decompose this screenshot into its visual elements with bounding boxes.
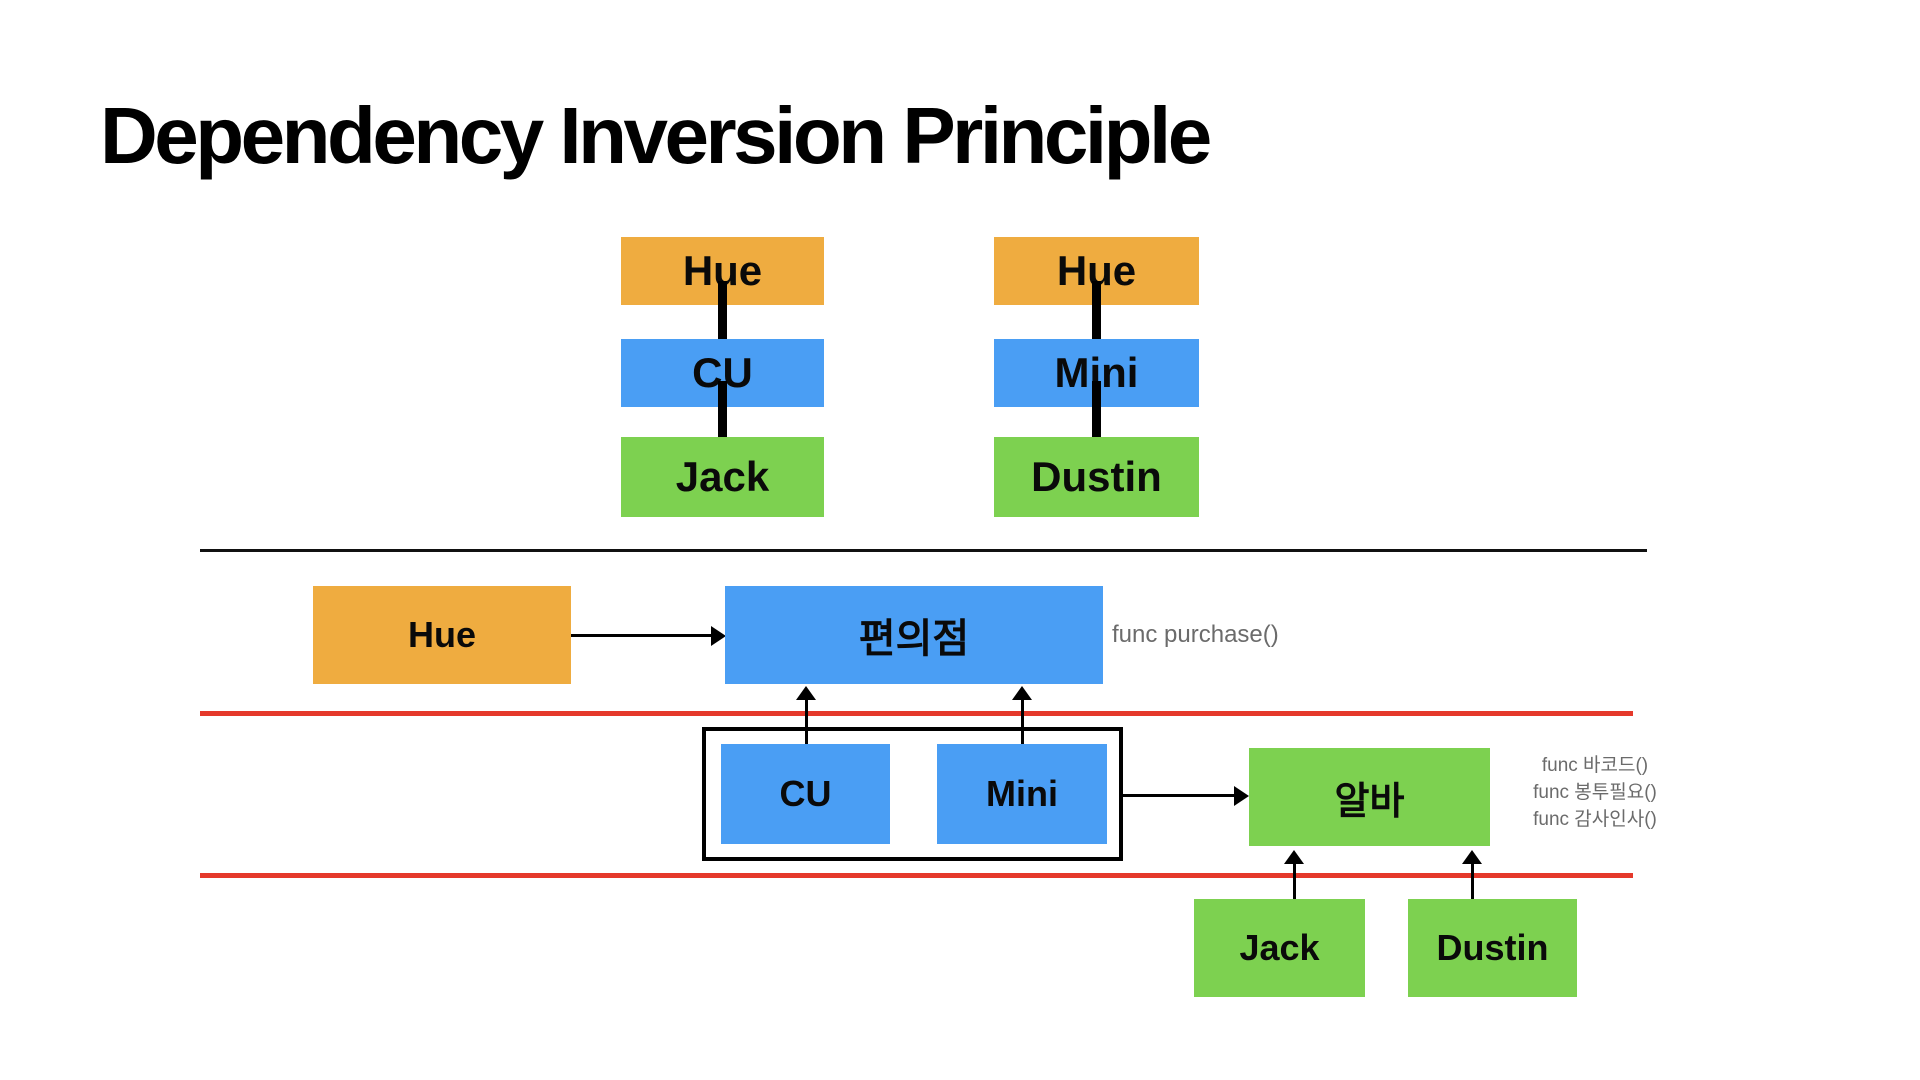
box-label: Jack (675, 453, 770, 500)
box-worker: 알바 (1249, 748, 1490, 846)
page-title: Dependency Inversion Principle (100, 91, 1212, 180)
box-cu-bottom: CU (721, 744, 890, 844)
box-hue-bottom: Hue (313, 586, 571, 684)
layer-boundary-line-upper (200, 711, 1633, 716)
worker-annotation: func 바코드() (1541, 755, 1649, 776)
layer-boundary-line-lower (200, 873, 1633, 878)
box-jack-bottom: Jack (1194, 899, 1365, 997)
store-annotation: func purchase() (1112, 621, 1279, 648)
box-label: 알바 (1334, 780, 1405, 823)
box-label: Hue (407, 614, 476, 655)
box-dustin-top: Dustin (994, 437, 1199, 517)
box-label: Dustin (1031, 453, 1162, 500)
box-jack-top: Jack (621, 437, 824, 517)
worker-annotation-list: func 바코드() func 봉투필요() func 감사인사() (1490, 752, 1700, 833)
box-label: Jack (1239, 927, 1320, 968)
box-label: Mini (986, 773, 1058, 814)
worker-annotation: func 봉투필요() (1533, 782, 1657, 803)
box-mini-bottom: Mini (937, 744, 1107, 844)
box-dustin-bottom: Dustin (1408, 899, 1577, 997)
box-label: Dustin (1436, 927, 1549, 968)
box-label: CU (779, 773, 832, 814)
box-store: 편의점 (725, 586, 1103, 684)
abstraction-group-frame (702, 727, 1123, 861)
worker-annotation: func 감사인사() (1533, 809, 1657, 830)
box-label: 편의점 (858, 617, 970, 661)
section-divider-line (200, 549, 1647, 552)
box-mini-top: Mini (994, 339, 1199, 407)
